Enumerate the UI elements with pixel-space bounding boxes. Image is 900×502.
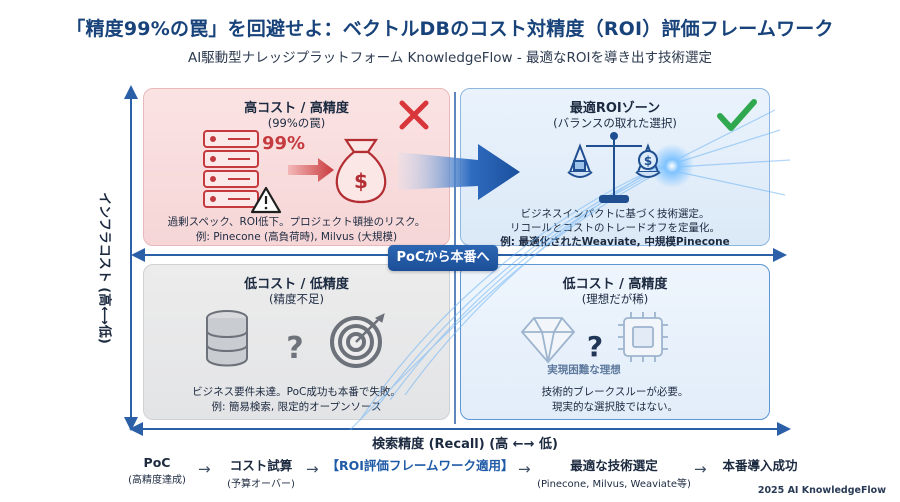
check-mark-icon [717,99,757,131]
flow-step-label: PoC [143,455,171,470]
flow-step-label: コスト試算 [229,458,293,473]
server-stack-icon [203,130,259,208]
quadrant-subheading: (精度不足) [269,292,324,306]
flow-step-cost-estimate: コスト試算 (予算オーバー) [218,455,304,490]
quadrant-description-line: 過剰スペック、ROI低下。プロジェクト頓挫のリスク。 [167,216,426,228]
quadrant-heading: 高コスト / 高精度 [244,101,349,116]
poc-to-production-badge: PoCから本番へ [388,245,498,271]
diamond-icon [520,317,576,364]
x-axis-label: 検索精度 (Recall) (高 ←→ 低) [372,437,558,452]
quadrant-subheading: (理想だが稀) [581,292,649,306]
flow-arrow-icon: → [518,460,531,478]
quadrant-example-line: 例: 簡易検索, 限定的オープンソース [211,401,382,413]
cross-mark-icon [399,100,429,130]
flow-step-poc: PoC (高精度達成) [118,455,196,486]
question-icon: ? [286,331,303,366]
quadrant-subheading: (99%の罠) [267,116,326,130]
quadrant-example-line: 例: 最適化されたWeaviate, 中規模Pinecone [500,236,730,248]
svg-text:$: $ [644,154,652,168]
flow-step-label: 【ROI評価フレームワーク適用】 [326,458,514,473]
question-icon: ? [587,330,603,363]
database-icon [206,310,248,367]
flow-arrow-icon: → [306,460,319,478]
page-title: 「精度99%の罠」を回避せよ：ベクトルDBのコスト対精度（ROI）評価フレームワ… [66,18,834,40]
flow-arrow-icon: → [694,460,707,478]
balance-scale-icon: $ [567,132,661,203]
ideal-caption: 実現困難な理想 [547,364,621,376]
money-bag-icon: $ [335,138,387,204]
flow-step-label: 最適な技術選定 [570,458,658,473]
quadrant-subheading: (バランスの取れた選択) [553,116,677,130]
flow-step-sub: (高精度達成) [128,475,186,486]
quadrant-heading: 低コスト / 低精度 [244,277,349,292]
cost-arrow-icon [288,158,334,182]
quadrant-description-line: 技術的ブレークスルーが必要。 [541,386,689,398]
flow-step-tech-selection: 最適な技術選定 (Pinecone, Milvus, Weaviate等) [536,455,692,490]
footer-credit: 2025 AI KnowledgeFlow [757,485,886,496]
target-icon [330,313,385,368]
svg-text:$: $ [354,169,368,193]
flow-step-production-success: 本番導入成功 [712,455,808,474]
warning-icon [250,186,282,214]
light-burst [650,144,694,188]
y-axis-label: インフラコスト (高⟷低) [96,192,112,344]
flow-step-roi-framework: 【ROI評価フレームワーク適用】 [322,455,518,474]
chip-icon [618,312,668,362]
quadrant-description-line: 現実的な選択肢ではない。 [552,401,678,413]
quadrant-description-line: ビジネス要件未達。PoC成功も本番で失敗。 [192,386,401,398]
quadrant-heading: 低コスト / 高精度 [562,277,668,292]
transition-arrow [398,144,520,200]
flow-step-sub: (Pinecone, Milvus, Weaviate等) [537,479,691,490]
quadrant-heading: 最適ROIゾーン [569,101,661,116]
flow-step-label: 本番導入成功 [722,458,798,473]
flow-arrow-icon: → [198,460,211,478]
overspec-percent-text: 99% [262,133,305,154]
page-subtitle: AI駆動型ナレッジプラットフォーム KnowledgeFlow - 最適なROI… [187,50,713,66]
quadrant-low-cost-low-accuracy: 低コスト / 低精度 (精度不足) ビジネス要件未達。PoC成功も本番で失敗。 … [143,264,450,420]
quadrant-low-cost-high-accuracy: 低コスト / 高精度 (理想だが稀) 実現困難な理想 技術的ブレークスルーが必要… [460,264,770,420]
quadrant-example-line: 例: Pinecone (高負荷時), Milvus (大規模) [195,231,398,243]
quadrant-high-cost-high-accuracy: 高コスト / 高精度 (99%の罠) 過剰スペック、ROI低下。プロジェクト頓挫… [143,88,450,246]
flow-step-sub: (予算オーバー) [227,479,295,490]
